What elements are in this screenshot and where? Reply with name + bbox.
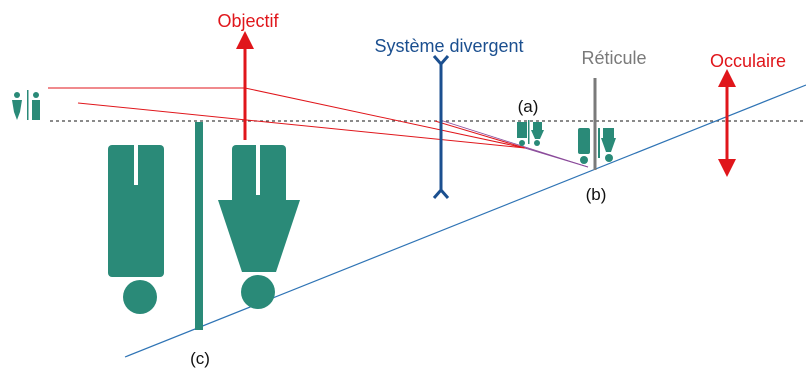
label-a: (a)	[518, 97, 539, 116]
inclined-line	[124, 84, 806, 358]
small-image-b	[578, 128, 616, 164]
label-c: (c)	[190, 349, 210, 368]
large-image-right	[218, 145, 300, 309]
small-image-a	[517, 120, 544, 146]
label-systeme: Système divergent	[374, 36, 523, 56]
ray-top-2	[244, 87, 526, 149]
person-icon	[12, 90, 40, 120]
label-oculaire: Occulaire	[710, 51, 786, 71]
ray-axis	[434, 120, 526, 149]
label-b: (b)	[586, 185, 607, 204]
ray-bottom	[77, 102, 526, 149]
ray-diverged-2	[439, 119, 589, 168]
large-image-left	[108, 145, 164, 314]
diverging-lens-icon	[432, 55, 450, 199]
label-objectif: Objectif	[217, 11, 279, 31]
large-vertical-bar	[195, 122, 203, 330]
label-reticule: Réticule	[581, 48, 646, 68]
